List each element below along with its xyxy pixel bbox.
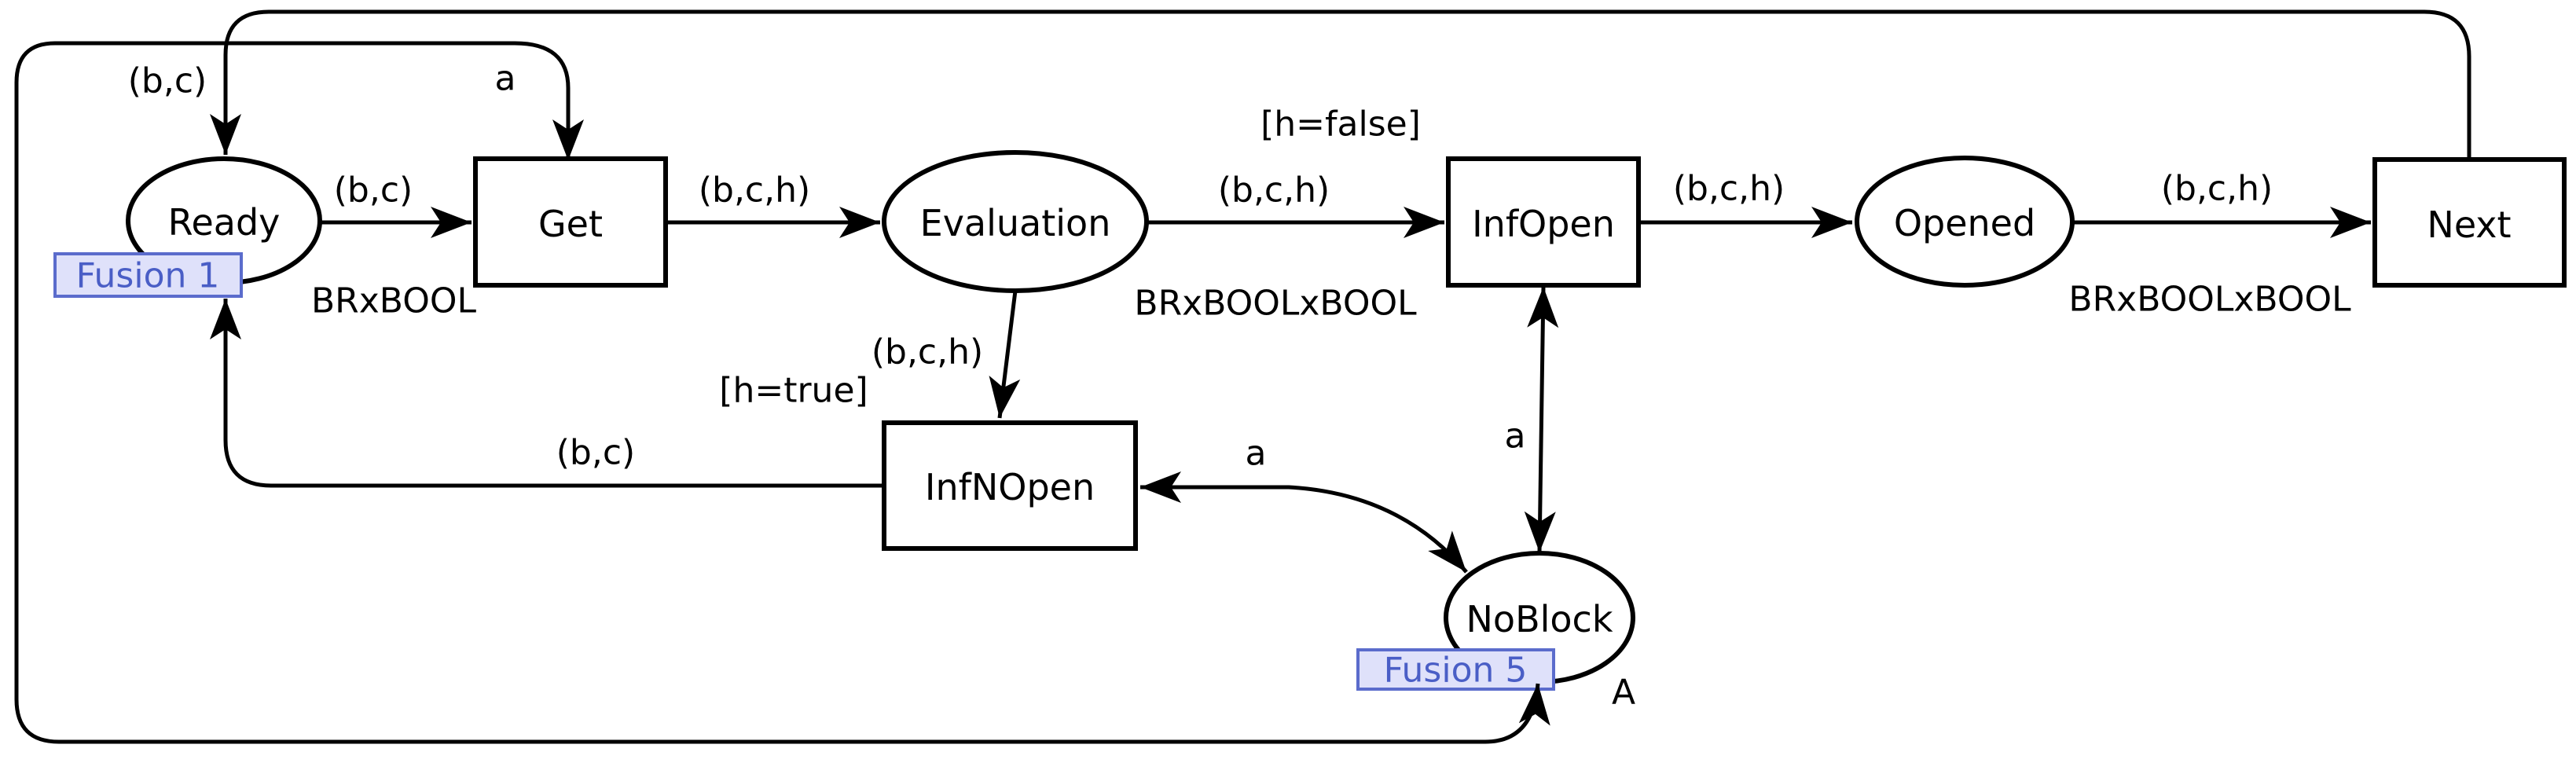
arc-label-evaluation-infnopen: (b,c,h) (872, 332, 983, 372)
arc-label-opened-next: (b,c,h) (2161, 169, 2273, 209)
arc-evaluation-infnopen[interactable] (989, 290, 1021, 419)
nodes (126, 150, 2567, 684)
arc-label-ready-get: (b,c) (334, 171, 413, 211)
arc-next-ready[interactable] (210, 9, 2471, 160)
arcs (14, 9, 2471, 744)
type-label-noblock: A (1612, 673, 1635, 713)
fusion-tag-noblock-label: Fusion 5 (1384, 651, 1528, 691)
arc-label-infnopen-noblock: a (1246, 434, 1267, 474)
arc-infnopen-noblock[interactable] (1140, 471, 1468, 574)
type-label-opened: BRxBOOLxBOOL (2068, 280, 2351, 320)
type-label-evaluation: BRxBOOLxBOOL (1134, 284, 1417, 324)
arc-label-infopen-opened: (b,c,h) (1673, 169, 1785, 209)
place-opened-label: Opened (1894, 202, 2035, 244)
arc-labels: (b,c) a (b,c) (b,c,h) (b,c,h) (b,c,h) (b… (128, 59, 2273, 474)
guard-infnopen: [h=true] (719, 371, 868, 411)
arc-label-infopen-noblock: a (1505, 416, 1526, 457)
transition-get-label: Get (538, 203, 603, 245)
arc-label-infnopen-ready: (b,c) (556, 433, 635, 473)
node-labels: Ready Evaluation Opened NoBlock Get InfO… (168, 201, 2512, 640)
transition-infopen-label: InfOpen (1472, 203, 1615, 245)
arc-noblock-get[interactable] (14, 41, 1550, 744)
arc-infnopen-ready[interactable] (210, 299, 884, 488)
arc-label-evaluation-infopen: (b,c,h) (1218, 171, 1330, 211)
arc-label-next-ready: (b,c) (128, 61, 207, 101)
arc-infopen-noblock[interactable] (1524, 286, 1559, 553)
place-evaluation-label: Evaluation (920, 202, 1111, 244)
place-noblock-label: NoBlock (1466, 598, 1613, 640)
fusion-tag-ready[interactable] (53, 252, 243, 298)
guard-labels: [h=false] [h=true] (719, 105, 1421, 411)
place-ready-label: Ready (168, 201, 281, 244)
arc-label-get-evaluation: (b,c,h) (699, 171, 810, 211)
guard-infopen: [h=false] (1260, 105, 1421, 145)
type-labels: BRxBOOL BRxBOOLxBOOL BRxBOOLxBOOL A (311, 280, 2351, 713)
arc-label-noblock-get: a (495, 59, 516, 99)
transition-infnopen-label: InfNOpen (925, 466, 1095, 508)
type-label-ready: BRxBOOL (311, 281, 476, 321)
fusion-tag-ready-label: Fusion 1 (76, 256, 220, 296)
transition-next-label: Next (2427, 204, 2511, 246)
